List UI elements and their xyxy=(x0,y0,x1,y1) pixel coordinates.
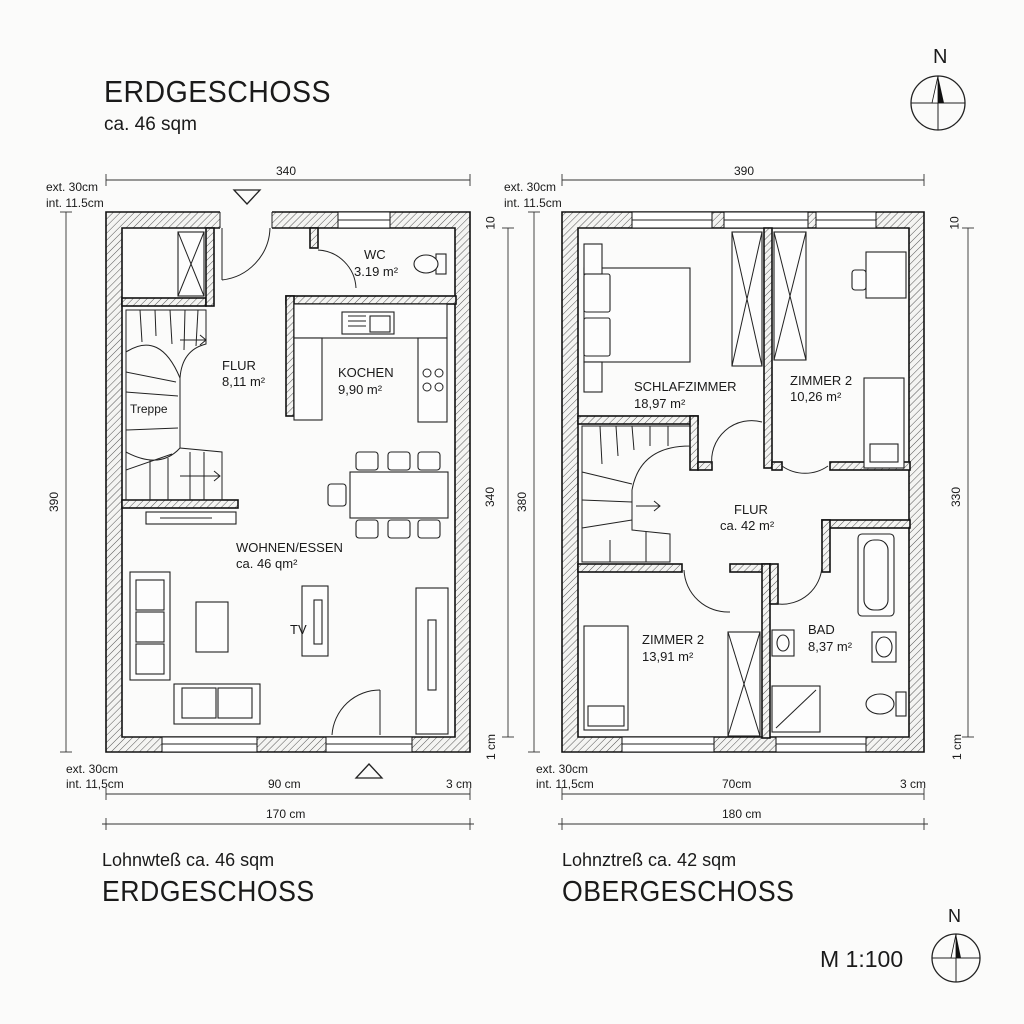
zimmer2-lower-furniture xyxy=(583,625,761,737)
ground-storage-wall xyxy=(121,297,207,307)
room-wohnen-name: WOHNEN/ESSEN xyxy=(236,540,343,555)
ground-bottom-dim-1: 90 cm xyxy=(268,777,301,791)
upper-int-top: int. 11.5cm xyxy=(504,196,562,210)
upper-bottom-dim-2: 3 cm xyxy=(900,777,927,791)
ground-bottom-dim-2: 3 cm xyxy=(446,777,473,791)
upper-top-windows xyxy=(631,211,877,229)
ground-ext-bottom: ext. 30cm xyxy=(66,762,119,776)
room-flur-name: FLUR xyxy=(222,358,256,373)
room-wohnen-area: ca. 46 qm² xyxy=(236,556,298,571)
ground-right-small-top: 10 xyxy=(483,216,498,230)
ground-footer-area: Lohnwteß ca. 46 sqm xyxy=(102,850,275,870)
ground-terrace-door xyxy=(331,689,381,736)
room-wc-area: 3.19 m² xyxy=(354,264,399,279)
kitchen-counter xyxy=(293,303,448,423)
room-bad-name: BAD xyxy=(808,622,835,637)
room-zimmer2b-area: 13,91 m² xyxy=(642,649,694,664)
room-upper-flur-area: ca. 42 m² xyxy=(720,518,775,533)
room-kochen-area: 9,90 m² xyxy=(338,382,383,397)
ground-staircase xyxy=(125,309,237,525)
upper-footer-area: Lohnztreß ca. 42 sqm xyxy=(562,850,737,870)
upper-staircase xyxy=(581,425,691,563)
upper-right-dim: 330 xyxy=(949,486,964,508)
north-arrow-bottom-icon xyxy=(931,933,981,983)
ground-floor-plan xyxy=(60,174,514,830)
ground-terrace-marker xyxy=(354,763,384,779)
room-bad-area: 8,37 m² xyxy=(808,639,853,654)
upper-bottom-windows xyxy=(621,736,867,753)
room-flur-area: 8,11 m² xyxy=(222,374,266,389)
room-kochen-name: KOCHEN xyxy=(338,365,394,380)
upper-bottom-dim-1: 70cm xyxy=(722,777,752,791)
room-zimmer2b-name: ZIMMER 2 xyxy=(642,632,705,647)
living-furniture xyxy=(129,571,449,735)
north-bottom-label: N xyxy=(948,906,961,926)
ground-stair-wall xyxy=(121,499,239,509)
north-label: N xyxy=(933,46,948,68)
upper-right-small-top: 10 xyxy=(947,216,962,230)
upper-int-bottom: int. 11,5cm xyxy=(536,777,594,791)
ground-int-bottom: int. 11,5cm xyxy=(66,777,124,791)
ground-right-small-bottom: 1 cm xyxy=(484,733,499,761)
ground-ext-top: ext. 30cm xyxy=(46,180,99,194)
ground-int-top: int. 11.5cm xyxy=(46,196,104,210)
room-zimmer2a-name: ZIMMER 2 xyxy=(790,373,853,388)
upper-floor-plan xyxy=(528,174,974,830)
ground-top-dim: 340 xyxy=(276,164,297,178)
upper-right-small-bottom: 1 cm xyxy=(950,733,965,761)
room-schlaf-name: SCHLAFZIMMER xyxy=(634,379,737,394)
upper-dimensions xyxy=(528,174,974,830)
ground-entry-marker xyxy=(232,189,262,205)
bedroom-bed xyxy=(583,243,691,393)
room-wc-name: WC xyxy=(364,247,386,262)
dining-table xyxy=(327,451,449,539)
ground-right-dim: 340 xyxy=(483,486,498,508)
ground-dimensions xyxy=(60,174,514,830)
ground-entry-door-swing xyxy=(221,227,271,281)
upper-bottom-dim-total: 180 cm xyxy=(722,807,762,821)
room-zimmer2a-area: 10,26 m² xyxy=(790,389,842,404)
room-tv-name: TV xyxy=(290,622,307,637)
upper-ext-top: ext. 30cm xyxy=(504,180,557,194)
page-title: ERDGESCHOSS xyxy=(104,74,331,109)
upper-wardrobes xyxy=(731,231,807,367)
scale-label: M 1:100 xyxy=(820,946,904,972)
room-treppe-name: Treppe xyxy=(130,402,168,416)
room-schlaf-area: 18,97 m² xyxy=(634,396,686,411)
upper-top-dim: 390 xyxy=(734,164,755,178)
page-area: ca. 46 sqm xyxy=(104,114,197,135)
upper-footer-title: OBERGESCHOSS xyxy=(562,876,795,908)
zimmer2-desk-bed xyxy=(851,251,907,469)
ground-top-windows xyxy=(337,211,391,229)
ground-bottom-windows xyxy=(161,736,413,753)
upper-ext-bottom: ext. 30cm xyxy=(536,762,589,776)
north-arrow-icon xyxy=(910,75,966,131)
room-upper-flur-name: FLUR xyxy=(734,502,768,517)
ground-left-dim: 390 xyxy=(47,491,62,513)
ground-bottom-dim-total: 170 cm xyxy=(266,807,306,821)
ground-wc-wall xyxy=(285,295,457,305)
ground-footer-title: ERDGESCHOSS xyxy=(102,876,315,908)
upper-left-dim: 380 xyxy=(515,491,530,513)
wc-toilet xyxy=(413,253,447,275)
bathroom-fixtures xyxy=(771,533,907,733)
